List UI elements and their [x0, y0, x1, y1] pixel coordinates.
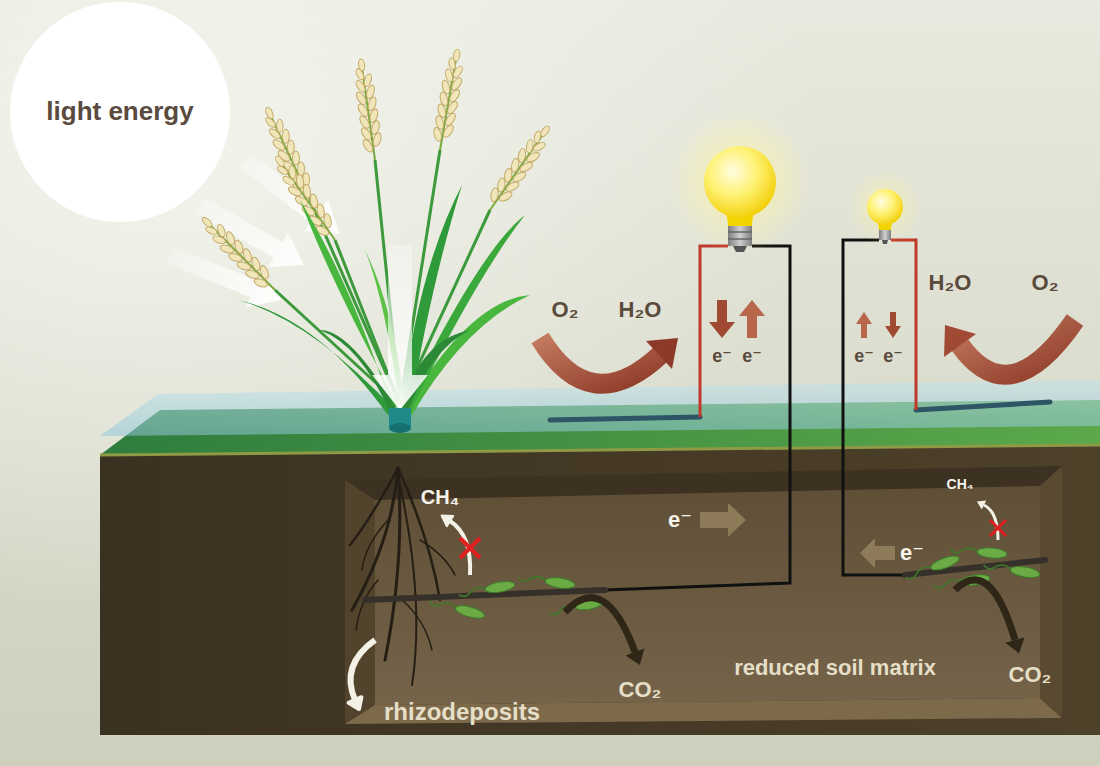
electron-label: e⁻	[712, 347, 732, 367]
electron-arrows	[739, 300, 765, 338]
big-bulb	[668, 110, 812, 254]
electron-label: e⁻	[742, 347, 762, 367]
roots	[385, 468, 400, 660]
rice-plant	[195, 48, 558, 433]
electron-label: e⁻	[668, 508, 692, 532]
soil-block	[100, 380, 1100, 735]
roots	[402, 600, 432, 650]
co2-arrows	[565, 580, 1025, 665]
oxygen-arrows	[540, 320, 1075, 384]
oxygen-arrows	[944, 325, 976, 357]
roots	[352, 468, 398, 610]
bacteria	[518, 572, 576, 590]
rice-plant	[195, 210, 283, 298]
methane-blocked	[977, 501, 986, 510]
rice-plant	[238, 300, 395, 415]
roots	[362, 520, 388, 570]
rice-plant	[350, 57, 386, 161]
rice-plant	[429, 48, 469, 152]
soil-label: reduced soil matrix	[734, 656, 936, 680]
soil-block	[345, 466, 1062, 724]
methane-blocked	[460, 538, 480, 558]
bacteria	[983, 560, 1041, 580]
roots	[350, 470, 397, 545]
rice-plant	[404, 215, 525, 412]
chemical-label: H₂O	[619, 298, 662, 322]
big-bulb	[733, 246, 747, 252]
small-bulb	[882, 240, 888, 244]
rhizodeposit-arrow	[349, 697, 362, 709]
chemical-label: O₂	[552, 298, 579, 322]
methane-blocked	[990, 520, 1006, 536]
electron-arrows	[709, 300, 735, 338]
co2-arrows	[565, 598, 635, 652]
oxygen-arrows	[540, 338, 660, 384]
chemical-label: H₂O	[929, 271, 972, 295]
big-bulb	[728, 238, 752, 240]
rhizodeposit-arrow	[351, 640, 376, 700]
wires	[605, 246, 790, 590]
roots	[356, 580, 378, 630]
cathodes	[916, 402, 1050, 410]
small-bulb	[847, 169, 923, 245]
co2-arrows	[1005, 637, 1024, 653]
electron-arrows	[860, 538, 895, 568]
cathodes	[550, 417, 700, 420]
soil-block	[100, 445, 1100, 455]
light-circle: light energy	[10, 2, 230, 222]
rice-plant	[267, 150, 344, 246]
methane-blocked	[990, 520, 1006, 536]
electron-label: e⁻	[900, 541, 924, 565]
chemical-label: O₂	[1032, 271, 1059, 295]
methane-blocked	[442, 501, 1006, 576]
methane-blocked	[450, 521, 470, 575]
wires	[605, 240, 916, 590]
electron-arrows	[885, 312, 901, 338]
methane-label: CH₄	[947, 477, 974, 492]
methane-label: CH₄	[421, 486, 459, 508]
electron-label: e⁻	[883, 347, 903, 367]
rice-plant	[320, 330, 396, 412]
rice-plant	[389, 423, 411, 433]
soil-block	[100, 445, 1100, 735]
electron-arrows	[700, 300, 901, 568]
big-bulb	[728, 226, 752, 246]
electron-arrows	[700, 503, 746, 537]
oxygen-arrows	[960, 320, 1075, 375]
big-bulb	[704, 146, 776, 218]
rice-plant	[372, 245, 428, 410]
rice-plant	[481, 120, 558, 216]
oxygen-arrows	[646, 338, 678, 369]
big-bulb	[668, 110, 812, 254]
bacteria	[428, 544, 1041, 620]
small-bulb	[879, 230, 891, 240]
co2-arrows	[626, 649, 645, 665]
methane-blocked	[442, 516, 454, 527]
bacteria	[458, 579, 516, 599]
methane-blocked	[460, 538, 480, 558]
small-bulb	[847, 169, 923, 245]
bacteria	[428, 596, 486, 620]
electron-arrows	[856, 312, 872, 338]
rhizodeposits-label: rhizodeposits	[384, 699, 540, 725]
roots	[399, 480, 416, 685]
electron-label: e⁻	[854, 347, 874, 367]
co2-arrows	[955, 580, 1015, 640]
roots	[420, 540, 455, 575]
chemical-label: CO₂	[1009, 663, 1052, 687]
anodes	[365, 590, 605, 600]
cathodes	[550, 402, 1050, 420]
chemical-label: CO₂	[619, 678, 662, 702]
wires	[843, 240, 905, 575]
light-energy-label: light energy	[46, 97, 193, 127]
rhizodeposit-arrow	[349, 640, 375, 709]
small-bulb	[867, 189, 903, 225]
bacteria	[950, 544, 1008, 559]
big-bulb	[728, 231, 752, 233]
rice-plant	[405, 295, 530, 415]
